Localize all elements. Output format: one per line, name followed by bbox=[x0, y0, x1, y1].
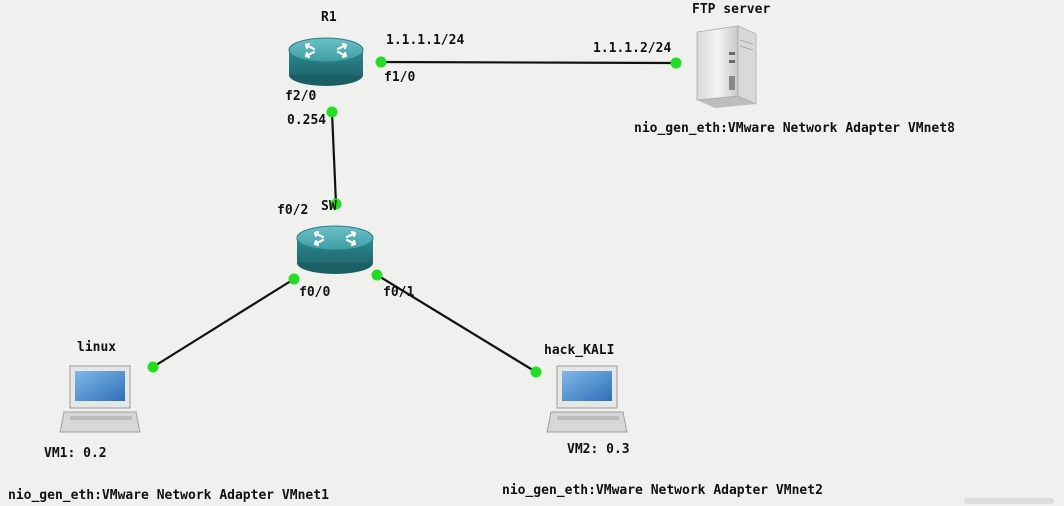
label-linux-ip: VM1: 0.2 bbox=[44, 446, 107, 461]
router-r1-icon[interactable] bbox=[288, 37, 364, 86]
label-ftp-nio: nio_gen_eth:VMware Network Adapter VMnet… bbox=[634, 121, 955, 136]
port-sw-f0-1-dot[interactable] bbox=[371, 269, 383, 281]
link-sw-linux[interactable] bbox=[152, 278, 295, 368]
label-sw-f0-1: f0/1 bbox=[383, 285, 415, 300]
port-sw-f0-2-dot[interactable] bbox=[330, 198, 342, 210]
label-sw: SW bbox=[321, 199, 337, 214]
label-sw-f0-2: f0/2 bbox=[277, 203, 309, 218]
label-r1-f1-0: f1/0 bbox=[384, 70, 416, 85]
label-ftp-ip: 1.1.1.2/24 bbox=[593, 41, 672, 56]
port-kali-dot[interactable] bbox=[530, 366, 542, 378]
link-sw-kali[interactable] bbox=[376, 274, 537, 373]
label-kali-ip: VM2: 0.3 bbox=[567, 442, 630, 457]
port-sw-f0-0-dot[interactable] bbox=[288, 273, 300, 285]
label-kali: hack_KALI bbox=[544, 343, 615, 358]
label-linux-nio: nio_gen_eth:VMware Network Adapter VMnet… bbox=[8, 488, 329, 503]
label-r1-f2-0-ip: 0.254 bbox=[287, 113, 327, 128]
label-sw-f0-0: f0/0 bbox=[299, 285, 331, 300]
link-r1-ftp[interactable] bbox=[380, 60, 677, 65]
router-sw-icon[interactable] bbox=[296, 225, 374, 274]
port-linux-dot[interactable] bbox=[147, 361, 159, 373]
ftp-server-icon[interactable] bbox=[696, 25, 757, 108]
label-r1: R1 bbox=[321, 10, 337, 25]
port-r1-f2-0-dot[interactable] bbox=[326, 106, 338, 118]
label-linux: linux bbox=[77, 340, 117, 355]
port-ftp-dot[interactable] bbox=[670, 57, 682, 69]
port-r1-f1-0-dot[interactable] bbox=[375, 56, 387, 68]
laptop-kali-icon[interactable] bbox=[546, 365, 628, 433]
label-r1-f2-0: f2/0 bbox=[285, 89, 317, 104]
label-ftp-server: FTP server bbox=[692, 2, 771, 17]
label-kali-nio: nio_gen_eth:VMware Network Adapter VMnet… bbox=[502, 483, 823, 498]
watermark-blur bbox=[964, 498, 1054, 504]
laptop-linux-icon[interactable] bbox=[59, 365, 141, 433]
label-r1-f1-0-ip: 1.1.1.1/24 bbox=[386, 33, 465, 48]
link-r1-sw[interactable] bbox=[330, 111, 338, 205]
